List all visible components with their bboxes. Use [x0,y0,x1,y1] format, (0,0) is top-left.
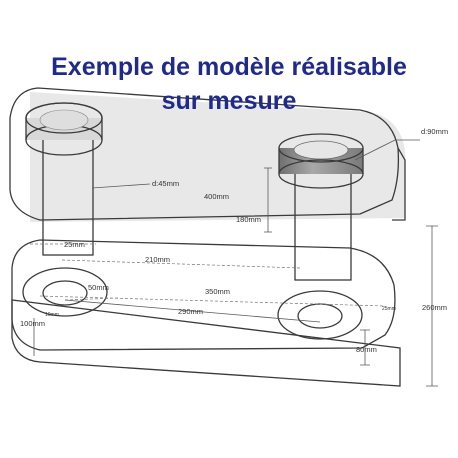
dim-260: 260mm [422,303,447,312]
dim-tiny-right: 25mm [382,306,396,312]
bottom-plate [11,239,401,387]
dim-210: 210mm [145,255,170,264]
right-pin [278,133,364,281]
dim-350: 350mm [205,287,230,296]
dim-100: 100mm [20,319,45,328]
dim-d90: d:90mm [421,127,448,136]
dim-180: 180mm [236,215,261,224]
dim-290: 290mm [178,307,203,316]
dim-400: 400mm [204,192,229,201]
left-pin [25,102,103,256]
right-washer [277,290,363,340]
top-plate [9,87,406,222]
dim-25: 25mm [64,240,85,249]
dim-80: 80mm [356,345,377,354]
dim-tiny-left: 10mm [45,312,59,318]
dimension-lines [30,139,438,387]
dim-50: 50mm [88,283,109,292]
headline-line-2: sur mesure [161,87,297,115]
left-washer [22,267,108,317]
dim-d45: d:45mm [152,179,179,188]
headline-line-1: Exemple de modèle réalisable [51,53,407,81]
